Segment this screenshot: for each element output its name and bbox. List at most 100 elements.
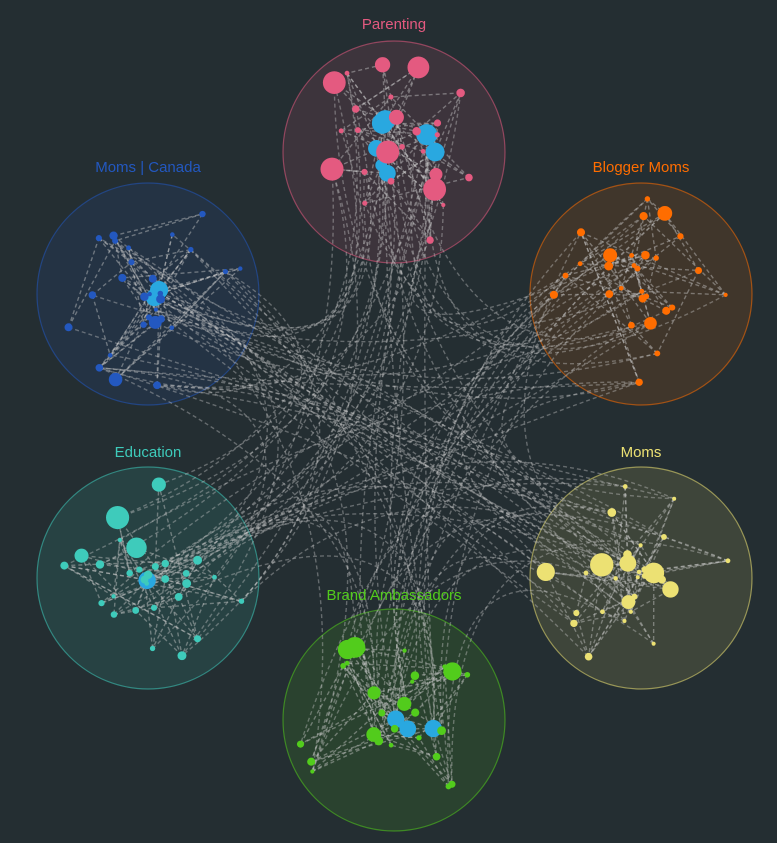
node-brand-ambassadors[interactable] <box>399 720 417 738</box>
node-blogger-moms[interactable] <box>629 253 635 258</box>
node-education[interactable] <box>143 570 153 580</box>
node-moms[interactable] <box>661 534 667 540</box>
node-moms-canada[interactable] <box>188 246 194 253</box>
node-moms-canada[interactable] <box>95 235 102 242</box>
node-education[interactable] <box>149 645 156 652</box>
node-brand-ambassadors[interactable] <box>437 726 446 736</box>
node-brand-ambassadors[interactable] <box>367 686 381 700</box>
node-moms[interactable] <box>636 569 642 575</box>
node-blogger-moms[interactable] <box>603 248 618 263</box>
node-moms-canada[interactable] <box>126 245 132 251</box>
node-blogger-moms[interactable] <box>641 250 650 260</box>
node-brand-ambassadors[interactable] <box>307 757 316 766</box>
node-parenting[interactable] <box>374 57 391 73</box>
node-blogger-moms[interactable] <box>562 272 569 279</box>
node-blogger-moms[interactable] <box>628 321 635 329</box>
node-parenting[interactable] <box>426 236 434 244</box>
node-moms[interactable] <box>607 508 617 517</box>
node-education[interactable] <box>212 574 217 580</box>
node-moms[interactable] <box>622 484 628 489</box>
node-parenting[interactable] <box>379 164 396 182</box>
node-moms-canada[interactable] <box>156 294 166 304</box>
node-blogger-moms[interactable] <box>657 205 673 221</box>
node-parenting[interactable] <box>388 94 394 100</box>
node-brand-ambassadors[interactable] <box>443 662 462 681</box>
node-blogger-moms[interactable] <box>634 265 641 272</box>
node-parenting[interactable] <box>423 177 447 201</box>
node-parenting[interactable] <box>338 128 344 134</box>
node-blogger-moms[interactable] <box>723 292 728 297</box>
node-brand-ambassadors[interactable] <box>310 769 315 774</box>
node-moms[interactable] <box>643 562 665 584</box>
node-education[interactable] <box>161 559 170 568</box>
node-parenting[interactable] <box>465 173 473 182</box>
node-moms[interactable] <box>628 609 633 614</box>
node-parenting[interactable] <box>434 132 440 138</box>
node-moms-canada[interactable] <box>108 372 123 387</box>
node-education[interactable] <box>150 604 158 611</box>
node-parenting[interactable] <box>429 167 443 181</box>
node-brand-ambassadors[interactable] <box>464 671 471 678</box>
node-education[interactable] <box>110 611 118 618</box>
node-parenting[interactable] <box>425 142 445 162</box>
node-education[interactable] <box>182 569 190 577</box>
node-moms[interactable] <box>536 562 555 582</box>
node-parenting[interactable] <box>362 200 368 206</box>
node-parenting[interactable] <box>371 112 393 134</box>
node-parenting[interactable] <box>320 157 344 181</box>
node-education[interactable] <box>60 561 69 570</box>
node-blogger-moms[interactable] <box>644 196 651 202</box>
node-education[interactable] <box>151 562 159 571</box>
node-moms-canada[interactable] <box>153 307 158 312</box>
node-moms-canada[interactable] <box>109 231 118 240</box>
node-blogger-moms[interactable] <box>639 211 648 221</box>
node-parenting[interactable] <box>407 56 430 79</box>
node-education[interactable] <box>98 600 105 607</box>
node-brand-ambassadors[interactable] <box>378 709 386 717</box>
node-blogger-moms[interactable] <box>604 261 614 271</box>
node-education[interactable] <box>144 581 149 586</box>
node-moms-canada[interactable] <box>118 273 127 282</box>
node-blogger-moms[interactable] <box>576 228 586 237</box>
node-moms[interactable] <box>573 609 580 617</box>
node-education[interactable] <box>95 560 105 569</box>
node-moms-canada[interactable] <box>64 323 73 332</box>
node-moms-canada[interactable] <box>140 292 149 301</box>
node-moms-canada[interactable] <box>157 315 165 323</box>
node-education[interactable] <box>194 635 202 643</box>
node-brand-ambassadors[interactable] <box>410 671 420 680</box>
node-moms-canada[interactable] <box>147 291 152 297</box>
node-education[interactable] <box>117 537 122 543</box>
node-moms[interactable] <box>635 575 640 580</box>
node-brand-ambassadors[interactable] <box>344 660 350 666</box>
node-moms-canada[interactable] <box>157 290 164 297</box>
node-parenting[interactable] <box>361 168 368 175</box>
node-education[interactable] <box>126 569 133 577</box>
node-parenting[interactable] <box>344 70 350 76</box>
node-brand-ambassadors[interactable] <box>402 648 407 653</box>
node-moms-canada[interactable] <box>153 381 161 390</box>
node-moms-canada[interactable] <box>150 281 169 300</box>
node-parenting[interactable] <box>354 127 361 134</box>
node-brand-ambassadors[interactable] <box>445 783 452 790</box>
node-brand-ambassadors[interactable] <box>424 719 442 738</box>
node-parenting[interactable] <box>388 109 404 125</box>
node-blogger-moms[interactable] <box>654 350 661 357</box>
node-brand-ambassadors[interactable] <box>296 740 305 748</box>
node-education[interactable] <box>74 548 89 563</box>
node-education[interactable] <box>136 566 143 573</box>
node-moms-canada[interactable] <box>140 321 147 328</box>
node-moms[interactable] <box>583 570 589 576</box>
node-moms[interactable] <box>570 619 578 628</box>
node-moms[interactable] <box>638 543 643 548</box>
node-education[interactable] <box>106 506 130 530</box>
node-blogger-moms[interactable] <box>644 316 657 330</box>
node-moms[interactable] <box>584 652 593 661</box>
node-blogger-moms[interactable] <box>653 255 659 261</box>
node-moms[interactable] <box>600 609 605 615</box>
node-brand-ambassadors[interactable] <box>410 679 415 684</box>
node-blogger-moms[interactable] <box>577 261 583 267</box>
node-moms-canada[interactable] <box>222 268 229 275</box>
node-brand-ambassadors[interactable] <box>388 742 394 748</box>
node-education[interactable] <box>177 651 187 661</box>
